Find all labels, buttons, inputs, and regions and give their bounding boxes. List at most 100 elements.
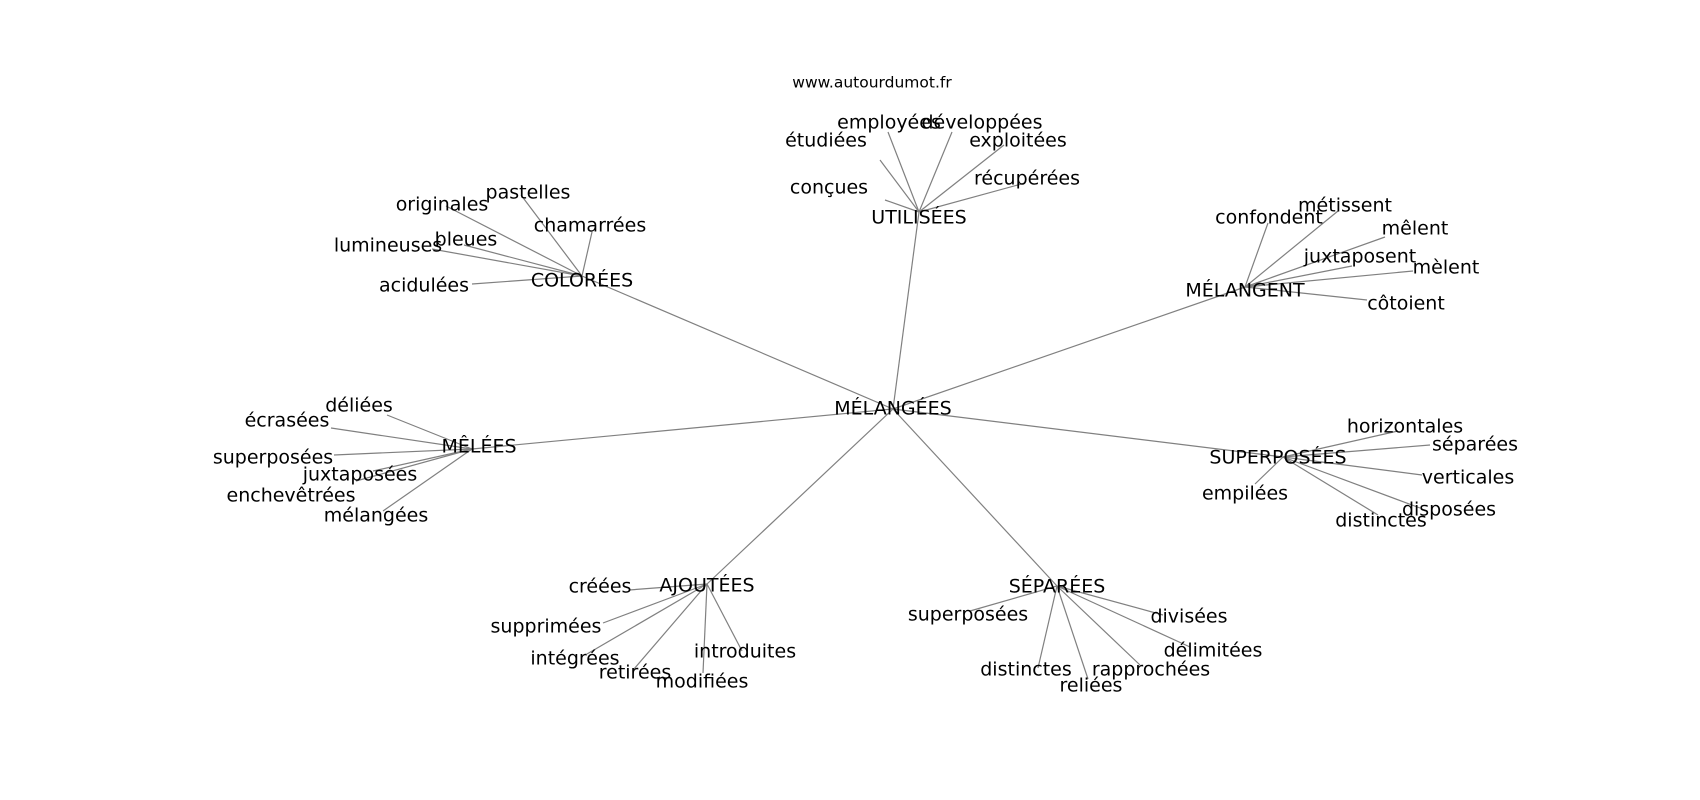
edge-colorees-word-2 bbox=[581, 231, 593, 277]
word-node-superposees: verticales bbox=[1422, 467, 1514, 489]
edge-melangent-word-2 bbox=[1244, 236, 1386, 288]
word-node-utilisees: exploitées bbox=[969, 130, 1067, 152]
edge-colorees-word-1 bbox=[445, 205, 583, 277]
center-node: MÉLANGÉES bbox=[834, 397, 951, 420]
group-node-separees: SÉPARÉES bbox=[1009, 575, 1106, 598]
edge-utilisees-word-4 bbox=[884, 199, 920, 213]
word-node-colorees: acidulées bbox=[379, 275, 469, 297]
group-node-utilisees: UTILISÉES bbox=[871, 206, 966, 229]
edge-melees-word-5 bbox=[382, 448, 473, 512]
edge-melees-word-1 bbox=[330, 427, 473, 450]
word-node-superposees: distinctes bbox=[1335, 510, 1427, 532]
word-node-melangent: mèlent bbox=[1413, 257, 1480, 279]
word-node-melees: juxtaposées bbox=[302, 464, 418, 486]
edge-utilisees-word-5 bbox=[918, 182, 1026, 213]
edge-utilisees-word-2 bbox=[918, 131, 953, 213]
edges-layer bbox=[330, 131, 1431, 680]
group-node-colorees: COLORÉES bbox=[531, 269, 633, 292]
word-node-separees: superposées bbox=[908, 604, 1028, 626]
group-node-melees: MÊLÉES bbox=[441, 435, 516, 458]
word-node-superposees: empilées bbox=[1202, 483, 1288, 505]
word-node-melangent: métissent bbox=[1298, 195, 1392, 217]
edge-separees-word-1 bbox=[1056, 585, 1164, 616]
edge-utilisees-word-0 bbox=[879, 159, 920, 213]
word-node-separees: rapprochées bbox=[1092, 659, 1210, 681]
word-node-superposees: séparées bbox=[1432, 434, 1518, 456]
edge-separees-word-2 bbox=[1056, 585, 1191, 648]
word-node-ajoutees: créées bbox=[569, 576, 632, 598]
word-node-utilisees: récupérées bbox=[974, 168, 1080, 190]
edge-melees-word-2 bbox=[333, 448, 473, 456]
edge-melangent-word-1 bbox=[1244, 210, 1339, 288]
word-node-colorees: bleues bbox=[435, 229, 498, 251]
word-node-utilisees: conçues bbox=[790, 177, 868, 199]
word-node-ajoutees: retirées bbox=[599, 662, 671, 684]
word-node-separees: distinctes bbox=[980, 659, 1072, 681]
word-node-melees: enchevêtrées bbox=[227, 485, 356, 507]
edge-center-melees bbox=[471, 408, 894, 450]
edge-separees-word-5 bbox=[1037, 585, 1058, 669]
edge-colorees-word-5 bbox=[471, 275, 583, 285]
word-node-melangent: côtoient bbox=[1367, 293, 1445, 315]
edge-superposees-word-4 bbox=[1282, 456, 1379, 516]
word-node-separees: divisées bbox=[1150, 606, 1227, 628]
edge-melees-word-3 bbox=[372, 448, 473, 472]
group-node-ajoutees: AJOUTÉES bbox=[659, 574, 754, 597]
word-node-melees: superposées bbox=[213, 447, 333, 469]
edge-superposees-word-3 bbox=[1282, 456, 1421, 509]
edge-melangent-word-3 bbox=[1244, 265, 1353, 288]
word-node-colorees: pastelles bbox=[486, 182, 571, 204]
edge-colorees-word-0 bbox=[520, 194, 583, 277]
edge-center-colorees bbox=[581, 275, 894, 410]
word-node-separees: délimitées bbox=[1164, 640, 1263, 662]
word-node-ajoutees: intégrées bbox=[530, 648, 619, 670]
word-node-colorees: lumineuses bbox=[334, 235, 442, 257]
word-node-melangent: confondent bbox=[1215, 207, 1323, 229]
group-node-melangent: MÉLANGENT bbox=[1185, 279, 1305, 302]
word-node-superposees: disposées bbox=[1402, 499, 1496, 521]
edge-center-superposees bbox=[892, 408, 1284, 458]
edge-ajoutees-word-1 bbox=[602, 583, 708, 624]
word-node-ajoutees: supprimées bbox=[491, 616, 602, 638]
edge-melangent-word-4 bbox=[1244, 270, 1414, 288]
edge-melees-word-0 bbox=[386, 414, 473, 450]
edge-center-ajoutees bbox=[706, 408, 894, 585]
word-node-melees: déliées bbox=[325, 395, 393, 417]
word-node-colorees: chamarrées bbox=[534, 215, 646, 237]
word-node-utilisees: étudiées bbox=[785, 130, 867, 152]
word-node-melangent: juxtaposent bbox=[1303, 246, 1416, 268]
word-node-ajoutees: modifiées bbox=[656, 671, 749, 693]
edge-utilisees-word-1 bbox=[887, 131, 920, 213]
edge-superposees-word-5 bbox=[1254, 456, 1284, 485]
edge-ajoutees-word-2 bbox=[586, 583, 708, 655]
word-node-colorees: originales bbox=[396, 194, 489, 216]
word-node-utilisees: employées bbox=[837, 112, 941, 134]
edge-melangent-word-0 bbox=[1244, 222, 1269, 288]
edge-ajoutees-word-4 bbox=[702, 583, 708, 674]
edge-separees-word-3 bbox=[1056, 585, 1141, 666]
edge-separees-word-4 bbox=[1056, 585, 1089, 680]
edge-colorees-word-3 bbox=[463, 244, 583, 277]
edge-ajoutees-word-5 bbox=[706, 583, 743, 652]
edge-ajoutees-word-0 bbox=[628, 583, 708, 591]
word-node-melangent: mêlent bbox=[1382, 218, 1449, 240]
edge-melangent-word-5 bbox=[1244, 286, 1368, 301]
source-watermark: www.autourdumot.fr bbox=[792, 74, 952, 92]
word-node-ajoutees: introduites bbox=[694, 641, 796, 663]
word-node-melees: mélangées bbox=[324, 505, 429, 527]
labels-layer: étudiéesemployéesdéveloppéesexploitéesco… bbox=[213, 112, 1518, 697]
edge-utilisees-word-3 bbox=[918, 144, 1005, 213]
word-node-melees: écrasées bbox=[245, 410, 330, 432]
edge-center-utilisees bbox=[892, 211, 920, 410]
word-node-separees: reliées bbox=[1060, 675, 1123, 697]
edge-ajoutees-word-3 bbox=[633, 583, 708, 670]
edge-center-separees bbox=[892, 408, 1058, 587]
edge-separees-word-0 bbox=[969, 585, 1058, 612]
edge-superposees-word-1 bbox=[1282, 444, 1431, 458]
edge-superposees-word-2 bbox=[1282, 456, 1423, 476]
group-node-superposees: SUPERPOSÉES bbox=[1209, 446, 1346, 469]
edge-colorees-word-4 bbox=[431, 248, 583, 277]
edge-superposees-word-0 bbox=[1282, 430, 1399, 458]
edge-center-melangent bbox=[892, 286, 1246, 410]
